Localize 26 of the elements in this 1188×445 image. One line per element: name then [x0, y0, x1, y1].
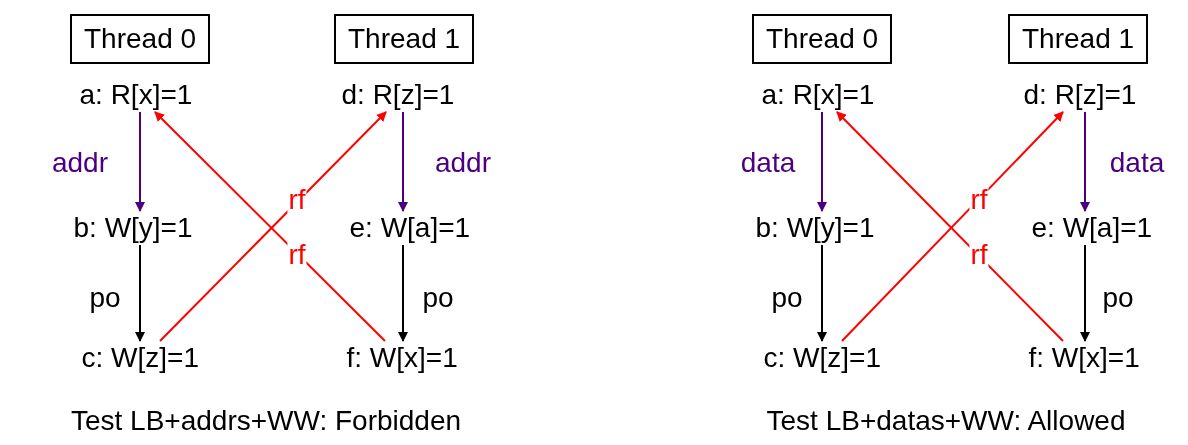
arrow: [817, 244, 827, 342]
arrow: [398, 111, 408, 212]
arrow: [135, 244, 145, 342]
event-label: b: W[y]=1: [755, 211, 875, 245]
event-label: c: W[z]=1: [81, 341, 199, 375]
event-label: a: R[x]=1: [79, 78, 193, 112]
event-label: d: R[z]=1: [341, 78, 455, 112]
event-label: b: W[y]=1: [73, 211, 193, 245]
arrow: [1080, 111, 1090, 212]
event-label: d: R[z]=1: [1023, 78, 1137, 112]
thread-box: Thread 1: [334, 14, 475, 64]
arrow: [1080, 244, 1090, 342]
test-caption: Test LB+datas+WW: Allowed: [766, 404, 1126, 438]
arrow: [135, 111, 145, 212]
arrow: [398, 244, 408, 342]
event-label: a: R[x]=1: [761, 78, 875, 112]
test-caption: Test LB+addrs+WW: Forbidden: [70, 404, 462, 438]
thread-box: Thread 0: [70, 14, 211, 64]
arrow: [817, 111, 827, 212]
thread-box: Thread 0: [752, 14, 893, 64]
event-label: f: W[x]=1: [1028, 341, 1140, 375]
event-label: c: W[z]=1: [763, 341, 881, 375]
event-label: e: W[a]=1: [349, 211, 471, 245]
event-label: f: W[x]=1: [346, 341, 458, 375]
thread-box: Thread 1: [1008, 14, 1149, 64]
event-label: e: W[a]=1: [1031, 211, 1153, 245]
